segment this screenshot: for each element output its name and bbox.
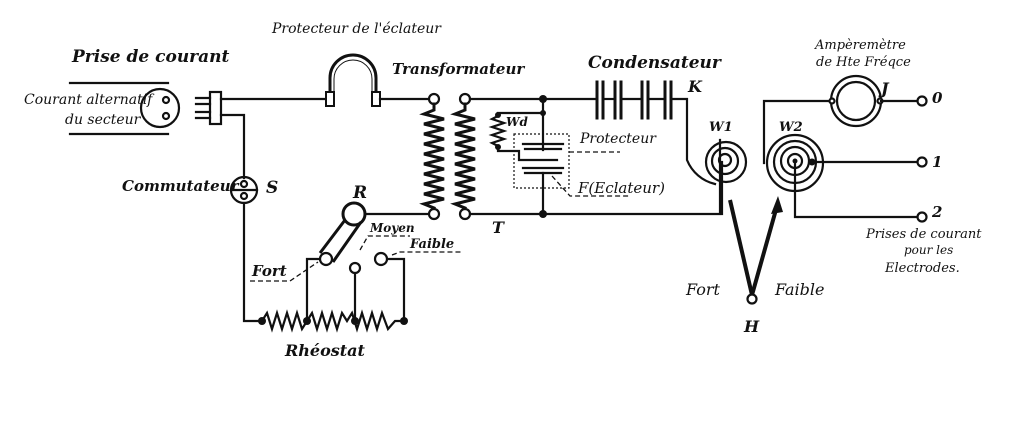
label-moyen: Moyen <box>369 221 415 235</box>
label-faible-h: Faible <box>774 280 825 299</box>
label-terminal-0: 0 <box>932 89 943 107</box>
label-courant-alternatif: Courant alternatif <box>24 92 155 108</box>
label-du-secteur: du secteur <box>65 112 142 128</box>
label-fort-rheostat: Fort <box>251 262 287 280</box>
socket-prise-de-courant <box>68 81 181 136</box>
label-fort-h: Fort <box>685 280 721 299</box>
tap-faible <box>387 257 406 323</box>
label-h: H <box>743 317 760 336</box>
label-j: J <box>878 79 890 98</box>
wire-w2-to-meter <box>762 99 833 165</box>
leader-moyen <box>359 235 410 251</box>
plug <box>194 90 223 126</box>
label-prises-2: pour les <box>904 243 953 257</box>
ammeter-j <box>828 74 884 128</box>
label-protecteur-eclateur: Protecteur de l'éclateur <box>271 21 442 37</box>
terminal-0[interactable] <box>916 95 928 107</box>
label-terminal-1: 1 <box>932 153 942 171</box>
contact-fort <box>318 251 334 267</box>
wire-w2-tap-2 <box>793 159 920 219</box>
terminal-1[interactable] <box>916 156 928 168</box>
leader-faible <box>391 251 462 256</box>
wire-commutateur-to-rheostat <box>242 201 264 323</box>
fuse-protecteur-eclateur <box>325 53 381 107</box>
label-rheostat: Rhéostat <box>284 341 366 360</box>
contact-moyen <box>348 261 362 275</box>
transformer <box>419 92 476 221</box>
label-prises-1: Prises de courant <box>865 227 982 242</box>
label-faible-rheostat: Faible <box>409 237 454 252</box>
label-condensateur: Condensateur <box>588 53 722 73</box>
coil-w1 <box>704 140 748 184</box>
wire-capacitor-to-w1 <box>669 97 717 186</box>
switch-commutateur <box>229 175 259 205</box>
label-w2: W2 <box>779 120 803 135</box>
label-commutateur: Commutateur <box>122 177 240 195</box>
rheostat <box>258 309 408 333</box>
coupling-lever-h[interactable] <box>728 196 783 305</box>
label-k: K <box>687 77 703 96</box>
label-r: R <box>352 183 367 203</box>
inductor-wd <box>488 97 559 162</box>
label-s: S <box>266 178 278 198</box>
tap-fort <box>305 257 320 323</box>
capacitor-bank <box>595 80 673 120</box>
leader-fort <box>250 261 319 282</box>
contact-faible <box>373 251 389 267</box>
wire-plug-to-commutateur <box>219 113 246 180</box>
label-terminal-2: 2 <box>931 203 942 221</box>
label-t: T <box>492 218 505 237</box>
label-transformateur: Transformateur <box>392 60 525 78</box>
label-wd: Wd <box>506 115 528 129</box>
label-w1: W1 <box>709 120 733 135</box>
label-protecteur: Protecteur <box>579 131 657 147</box>
label-amperemetre-2: de Hte Fréqce <box>816 55 911 70</box>
spark-gap-eclateur <box>513 133 630 216</box>
label-amperemetre-1: Ampèremètre <box>814 38 906 53</box>
label-prises-3: Electrodes. <box>884 261 960 276</box>
terminal-2[interactable] <box>916 211 928 223</box>
label-prise-de-courant: Prise de courant <box>71 47 230 67</box>
label-f-eclateur: F(Eclateur) <box>577 179 665 197</box>
